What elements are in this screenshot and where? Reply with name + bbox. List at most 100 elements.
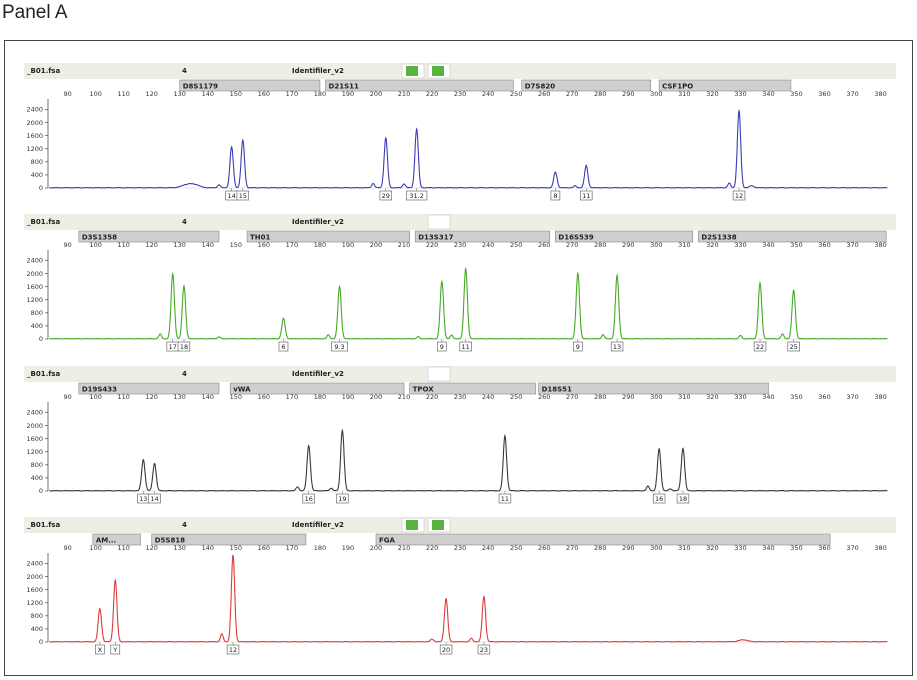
y-tick-label: 400 [31,474,43,482]
electropherogram-frame [4,40,913,676]
x-tick-label: 190 [342,393,354,401]
file-name: _B01.fsa [27,67,60,75]
marker-label: D8S1179 [183,83,218,91]
allele-call-label: 31.2 [409,192,423,200]
x-tick-label: 130 [174,393,186,401]
x-tick-label: 280 [594,90,606,98]
x-tick-label: 300 [650,393,662,401]
header-bar [24,63,896,79]
marker-bin [414,230,551,243]
marker-label: AM... [96,537,116,545]
x-tick-label: 120 [146,241,158,249]
y-tick-label: 1600 [26,435,43,443]
x-tick-label: 200 [370,241,382,249]
allele-call-box [406,190,428,201]
y-tick-label: 400 [31,322,43,330]
x-tick-label: 220 [426,90,438,98]
x-tick-label: 150 [230,393,242,401]
marker-bin [658,79,792,92]
trace-line [49,266,888,340]
green-dye-indicator [432,520,444,530]
y-tick-label: 1200 [26,296,43,304]
x-tick-label: 180 [314,393,326,401]
x-tick-label: 270 [566,241,578,249]
x-tick-label: 100 [89,393,101,401]
x-tick-label: 240 [482,90,494,98]
x-tick-label: 160 [258,241,270,249]
marker-bin [246,230,410,243]
x-tick-label: 190 [342,544,354,552]
x-tick-label: 110 [117,393,129,401]
x-tick-label: 300 [650,544,662,552]
marker-label: D16S539 [558,234,593,242]
header-bar [24,366,896,382]
allele-call-label: 9 [576,343,580,351]
allele-call-box [95,644,105,655]
x-tick-label: 200 [370,90,382,98]
allele-call-label: 16 [305,495,313,503]
y-tick-label: 800 [31,158,43,166]
x-tick-label: 170 [286,393,298,401]
x-tick-label: 130 [174,90,186,98]
x-tick-label: 280 [594,241,606,249]
x-tick-label: 190 [342,241,354,249]
y-tick-label: 0 [39,184,43,192]
y-tick-label: 2400 [26,106,43,114]
x-tick-label: 330 [734,393,746,401]
x-tick-label: 160 [258,90,270,98]
allele-call-box [676,493,690,504]
x-tick-label: 380 [874,241,886,249]
y-tick-label: 2400 [26,560,43,568]
x-tick-label: 190 [342,90,354,98]
allele-call-box [336,493,349,504]
x-tick-label: 350 [790,393,802,401]
x-tick-label: 160 [258,393,270,401]
marker-bin [92,533,141,546]
y-tick-label: 2000 [26,573,43,581]
x-tick-label: 250 [510,393,522,401]
dye-number: 4 [182,521,187,529]
x-tick-label: 250 [510,90,522,98]
dye-number: 4 [182,370,187,378]
allele-call-box [732,190,746,201]
x-tick-label: 240 [482,393,494,401]
allele-call-box [177,341,191,352]
y-tick-label: 1600 [26,586,43,594]
x-tick-label: 130 [174,544,186,552]
marker-bin [698,230,887,243]
y-tick-label: 0 [39,487,43,495]
allele-call-label: 29 [382,192,390,200]
marker-label: TPOX [413,386,435,394]
x-tick-label: 90 [63,544,71,552]
x-tick-label: 280 [594,393,606,401]
x-tick-label: 150 [230,544,242,552]
x-tick-label: 140 [202,544,214,552]
x-tick-label: 320 [706,90,718,98]
x-tick-label: 170 [286,544,298,552]
x-tick-label: 270 [566,90,578,98]
allele-call-label: 12 [735,192,743,200]
x-tick-label: 340 [762,90,774,98]
panel-title: Panel A [2,2,68,23]
x-tick-label: 340 [762,544,774,552]
green-dye-indicator [432,66,444,76]
kit-name: Identifiler_v2 [292,218,344,226]
marker-bin [538,382,769,395]
trace-line [49,428,888,492]
header-bar [24,214,896,230]
x-tick-label: 180 [314,241,326,249]
allele-call-label: 15 [239,192,247,200]
x-tick-label: 290 [622,544,634,552]
y-tick-label: 2000 [26,119,43,127]
allele-call-label: 11 [501,495,509,503]
x-tick-label: 120 [146,393,158,401]
x-tick-label: 330 [734,241,746,249]
x-tick-label: 360 [818,241,830,249]
allele-call-label: 18 [180,343,188,351]
allele-call-label: 25 [790,343,798,351]
x-tick-label: 120 [146,544,158,552]
allele-call-label: 13 [613,343,621,351]
allele-call-box [498,493,512,504]
allele-call-box [302,493,315,504]
